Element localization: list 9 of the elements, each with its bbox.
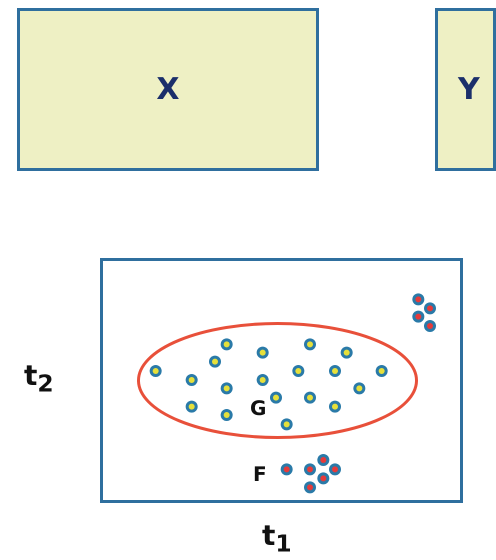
plot-frame: [100, 258, 463, 503]
node-label: G: [250, 398, 266, 418]
axis-label: t$_{2}$: [24, 362, 54, 396]
cluster-label: F: [253, 464, 267, 484]
node-label: Y: [458, 72, 480, 107]
axis-label: t$_{1}$: [262, 522, 292, 556]
text-box: [17, 8, 319, 171]
text-box: [435, 8, 496, 171]
node-label: X: [156, 72, 180, 107]
